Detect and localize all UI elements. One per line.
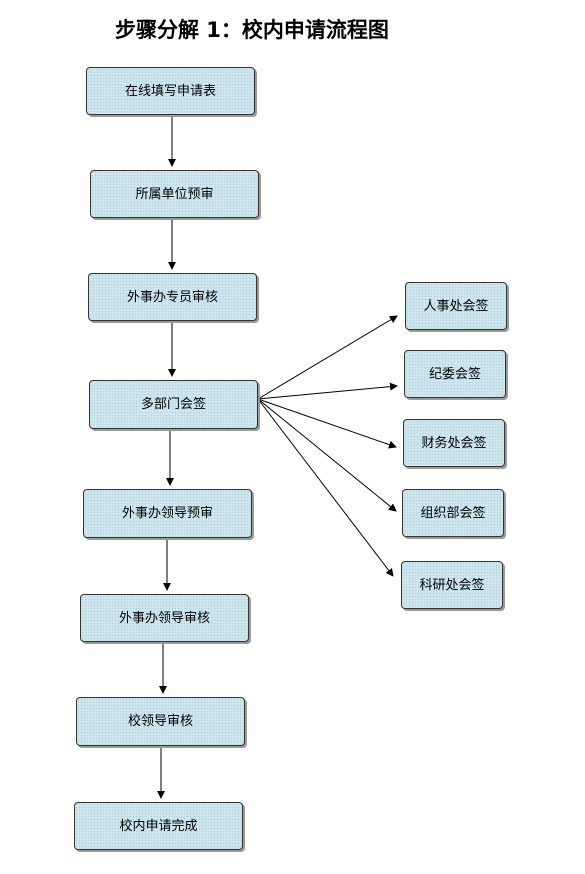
step-label: 校内申请完成 bbox=[119, 819, 198, 834]
countersign-label: 科研处会签 bbox=[419, 578, 485, 593]
countersign-label: 纪委会签 bbox=[428, 367, 481, 382]
step-foreign-affairs-leader-prereview: 外事办领导预审 bbox=[83, 489, 252, 538]
step-label: 校领导审核 bbox=[127, 714, 193, 729]
step-unit-prereview: 所属单位预审 bbox=[90, 170, 259, 218]
page-title: 步骤分解 1：校内申请流程图 bbox=[115, 18, 389, 42]
countersign-research: 科研处会签 bbox=[401, 561, 503, 609]
countersign-label: 组织部会签 bbox=[420, 506, 486, 521]
arrow-to-countersign-4 bbox=[257, 398, 397, 512]
arrow-to-countersign-5 bbox=[257, 398, 394, 577]
arrow-to-countersign-2 bbox=[257, 382, 398, 400]
step-label: 外事办领导审核 bbox=[118, 611, 210, 626]
arrow-to-countersign-3 bbox=[257, 398, 397, 449]
countersign-personnel: 人事处会签 bbox=[405, 282, 507, 330]
countersign-organization: 组织部会签 bbox=[402, 489, 504, 537]
step-label: 在线填写申请表 bbox=[124, 84, 216, 99]
step-label: 所属单位预审 bbox=[135, 187, 214, 202]
step-label: 多部门会签 bbox=[140, 397, 206, 412]
step-application-complete: 校内申请完成 bbox=[74, 802, 243, 850]
step-foreign-affairs-specialist-review: 外事办专员审核 bbox=[88, 273, 257, 321]
step-multi-department-countersign: 多部门会签 bbox=[89, 380, 258, 429]
step-label: 外事办领导预审 bbox=[121, 506, 213, 521]
step-label: 外事办专员审核 bbox=[126, 290, 218, 305]
countersign-discipline: 纪委会签 bbox=[404, 350, 506, 398]
countersign-label: 财务处会签 bbox=[421, 436, 487, 451]
countersign-label: 人事处会签 bbox=[423, 299, 489, 314]
arrow-to-countersign-1 bbox=[257, 315, 398, 400]
step-online-application: 在线填写申请表 bbox=[86, 67, 255, 115]
step-foreign-affairs-leader-review: 外事办领导审核 bbox=[80, 594, 249, 642]
countersign-finance: 财务处会签 bbox=[403, 419, 505, 467]
step-school-leader-review: 校领导审核 bbox=[76, 697, 245, 746]
